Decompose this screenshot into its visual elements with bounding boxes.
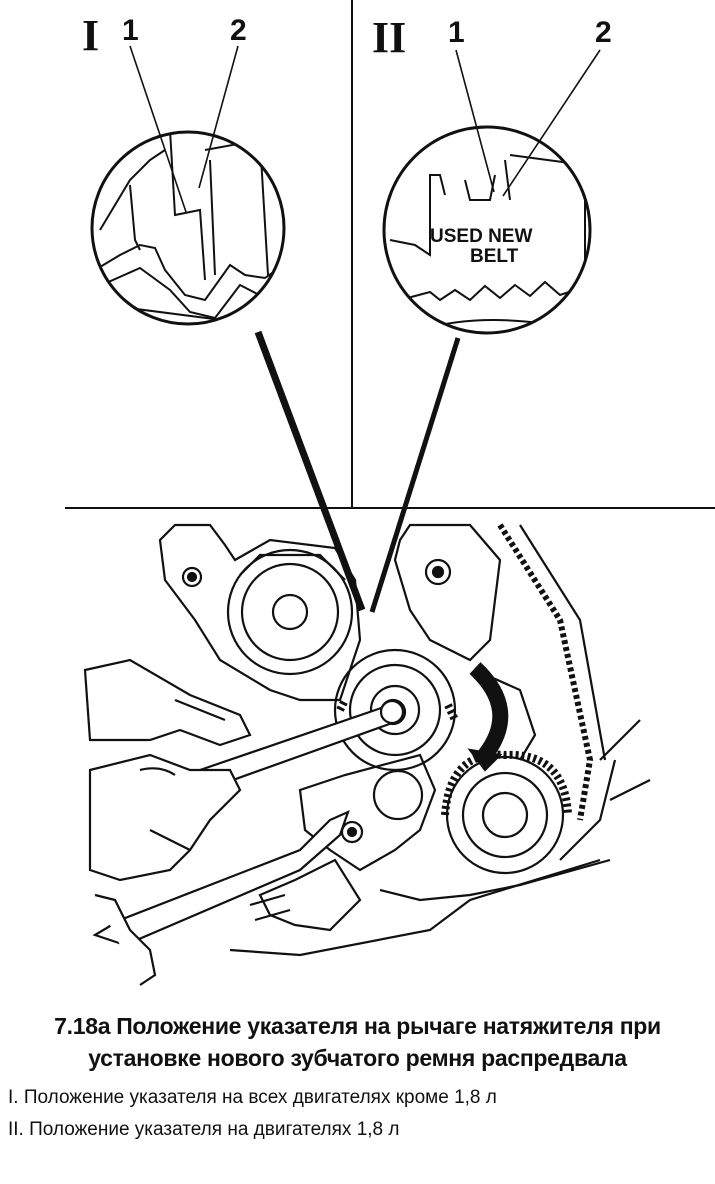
belt-marking-line1: USED NEW	[430, 226, 532, 247]
caption-title-line1: Положение указателя на рычаге натяжителя…	[116, 1013, 661, 1039]
panel-label-ii: II	[372, 13, 406, 62]
legend-item-i: I. Положение указателя на всех двигателя…	[8, 1087, 497, 1108]
callout-right-1: 1	[448, 16, 465, 49]
figure-number: 7.18а	[54, 1013, 111, 1039]
caption-title-line2: установке нового зубчатого ремня распред…	[88, 1045, 627, 1071]
legend-item-ii: II. Положение указателя на двигателях 1,…	[8, 1119, 400, 1140]
caption-legend: I. Положение указателя на всех двигателя…	[0, 1082, 715, 1146]
hands-and-wrench	[83, 658, 405, 986]
belt-marking-line2: BELT	[470, 246, 519, 267]
engine-illustration	[158, 523, 651, 957]
panel-label-i: I	[82, 11, 99, 60]
callout-left-2: 2	[230, 14, 247, 47]
magnifier-right: USED NEW BELT	[382, 125, 592, 335]
tensioner-diagram: I 1 2 II 1 2 USED NE	[65, 0, 715, 986]
callout-left-1: 1	[122, 14, 139, 47]
magnifier-left	[90, 130, 286, 326]
callout-right-2: 2	[595, 16, 612, 49]
